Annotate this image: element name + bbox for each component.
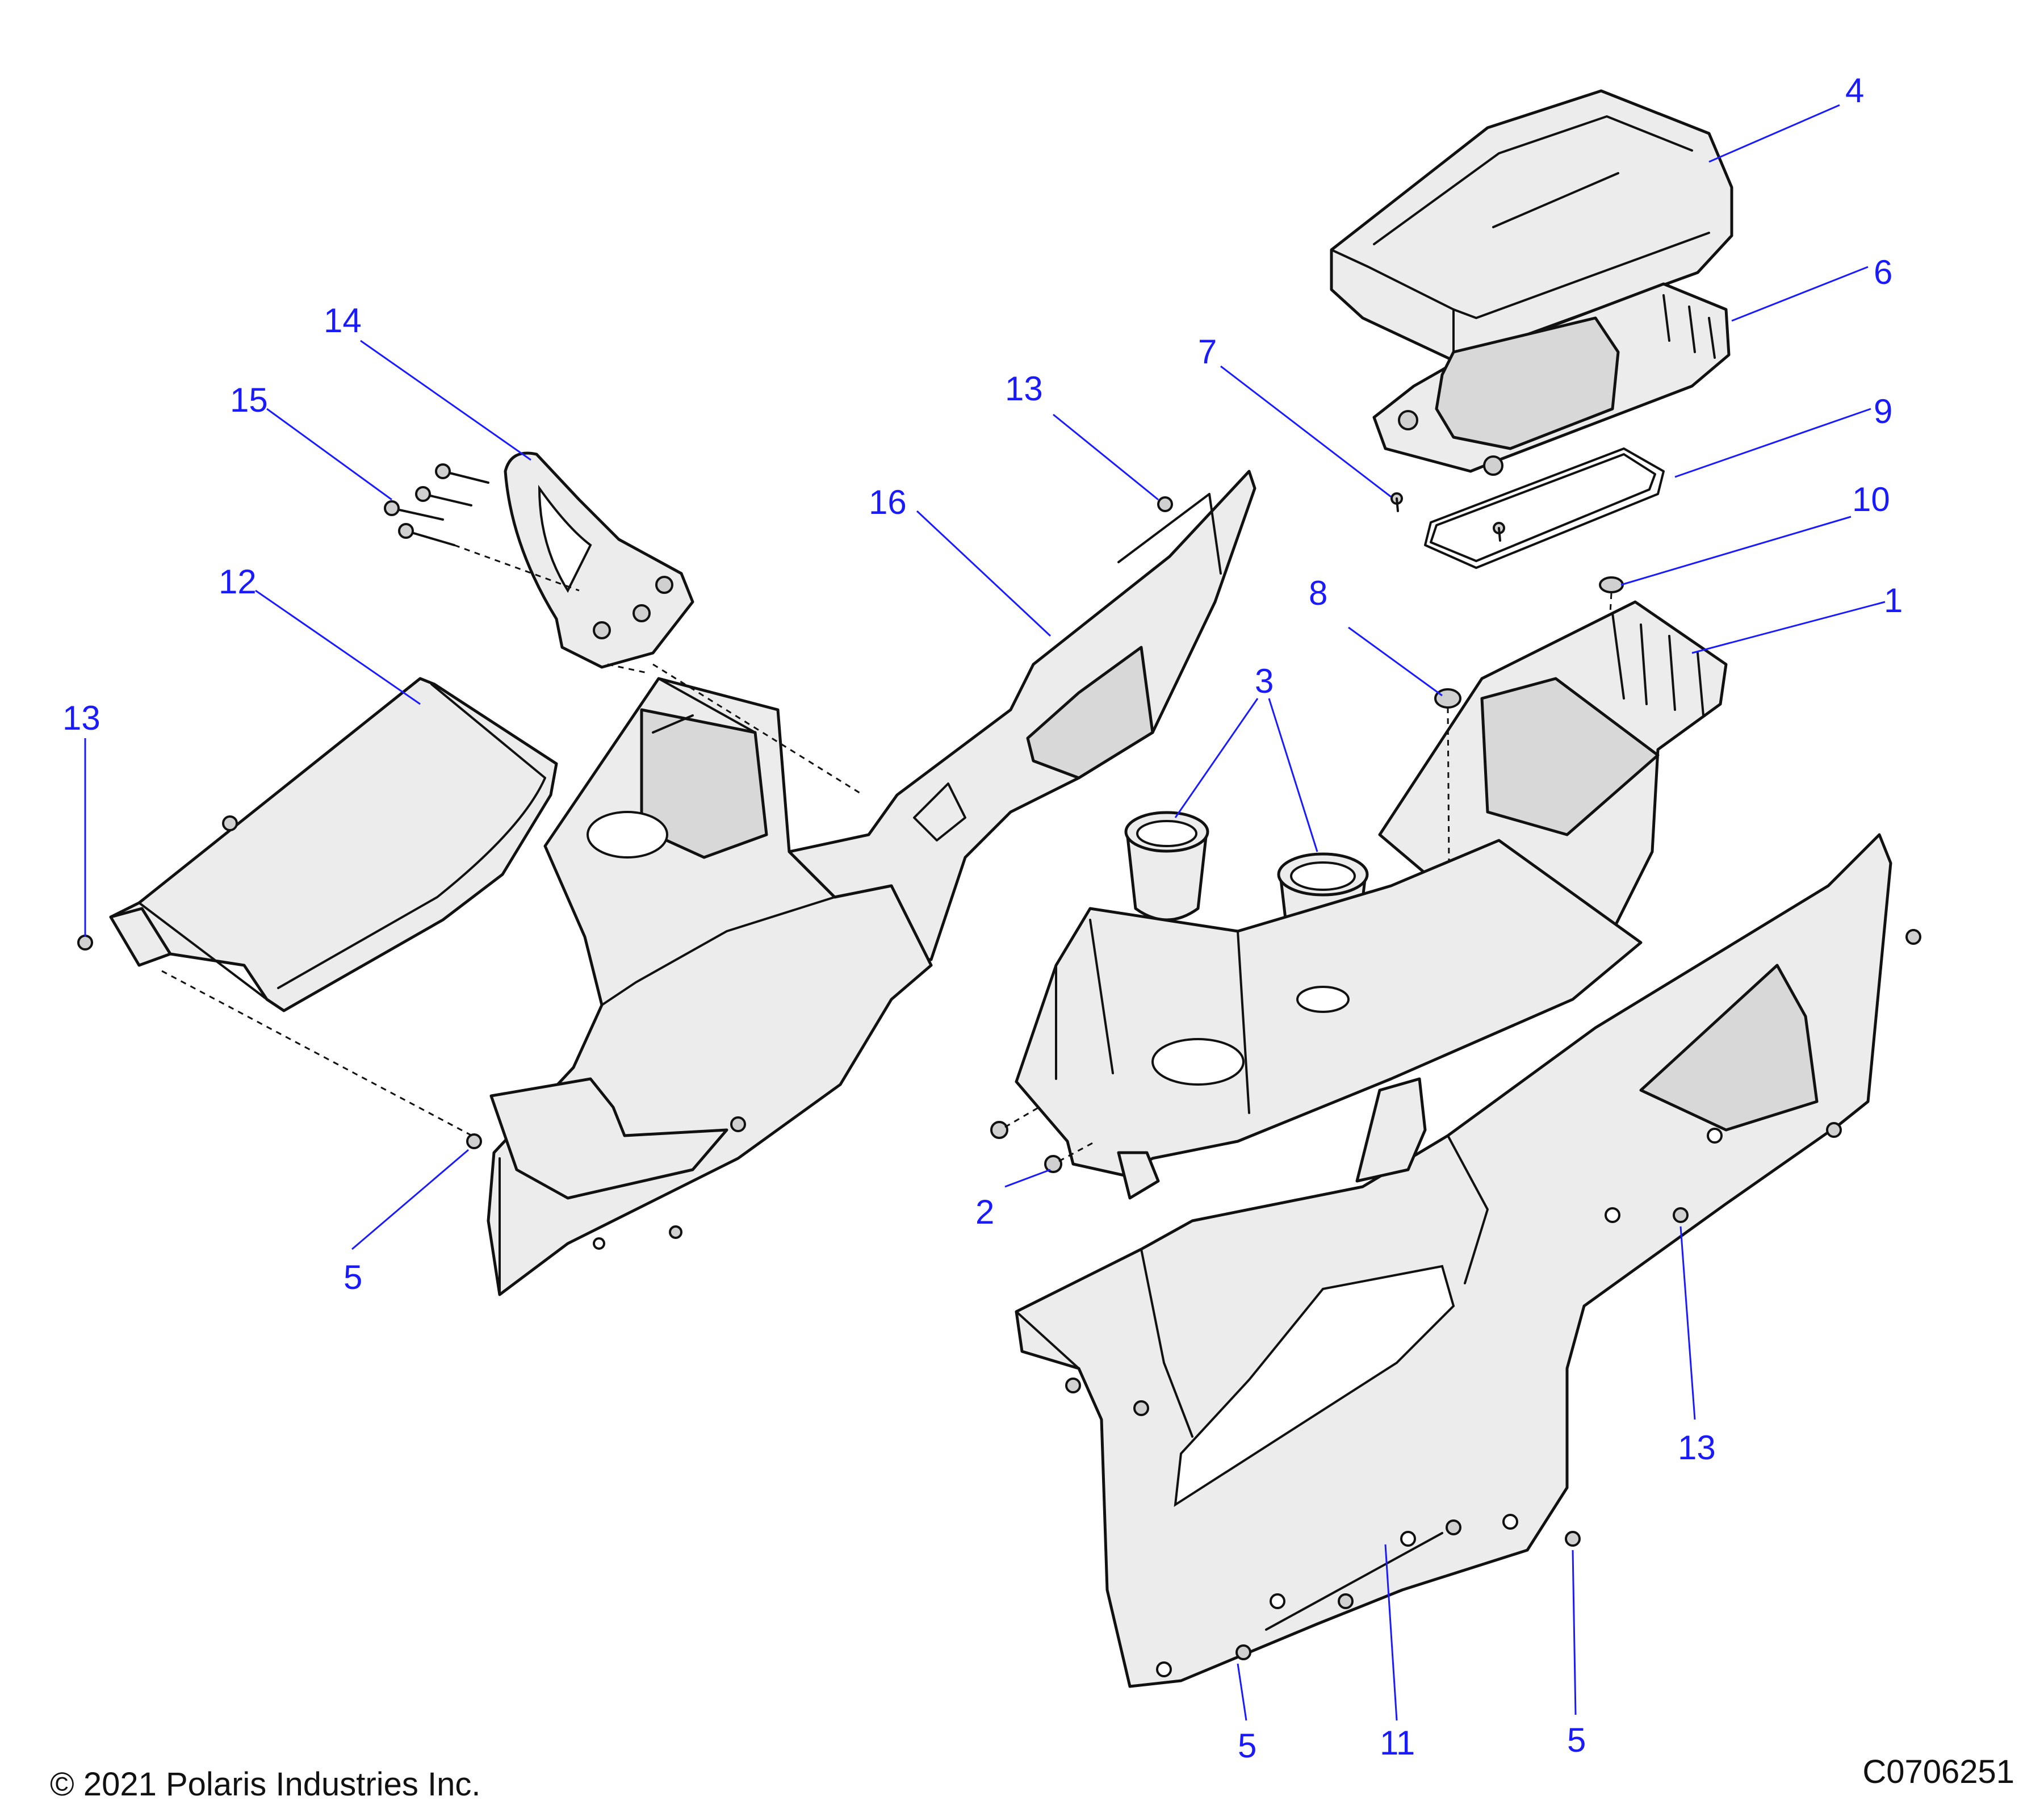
- callout-15: 15: [230, 381, 268, 419]
- drawing-number: C0706251: [1862, 1753, 2014, 1790]
- side-panel-part-11: [1015, 833, 1921, 1688]
- leader-lines: [84, 104, 1886, 1721]
- callout-2: 2: [975, 1193, 994, 1231]
- callout-labels: 4 6 7 9 10 1 8 3 13 16 14 15 12 13 2 5 1…: [62, 72, 1903, 1765]
- console-lid-part-4: [1330, 89, 1733, 362]
- bolts-part-15: [384, 463, 580, 592]
- callout-8: 8: [1309, 574, 1327, 612]
- callout-13-right: 13: [1678, 1429, 1716, 1467]
- grommet-part-8: [1434, 688, 1461, 709]
- callout-1: 1: [1884, 581, 1903, 619]
- tray-panel-part-12: [109, 677, 558, 1142]
- callout-14: 14: [324, 302, 362, 340]
- cup-holder-part-3a: [1124, 811, 1209, 922]
- side-panel-part-16: [788, 470, 1256, 961]
- callout-4: 4: [1845, 72, 1864, 110]
- left-console-body: [487, 677, 933, 1296]
- grab-handle-part-14: [504, 451, 864, 796]
- callout-11: 11: [1380, 1724, 1415, 1762]
- callout-6: 6: [1874, 253, 1892, 291]
- callout-5-left: 5: [344, 1258, 362, 1296]
- callout-7: 7: [1198, 333, 1217, 371]
- copyright-text: © 2021 Polaris Industries Inc.: [50, 1766, 480, 1803]
- callout-13-left: 13: [62, 699, 100, 737]
- clip-13-top: [1157, 496, 1173, 512]
- callout-5-bottom-left: 5: [1238, 1727, 1256, 1765]
- callout-13-top: 13: [1005, 370, 1043, 408]
- clip-5-left: [466, 1133, 482, 1149]
- clip-13-left: [77, 935, 93, 951]
- callout-9: 9: [1874, 392, 1892, 430]
- console-tray: [1015, 839, 1643, 1200]
- callout-16: 16: [869, 483, 907, 521]
- callout-3: 3: [1255, 662, 1274, 700]
- plug-part-10: [1599, 576, 1624, 593]
- seal-part-9: [1424, 447, 1665, 569]
- callout-12: 12: [219, 563, 257, 601]
- callout-10: 10: [1852, 480, 1890, 518]
- rivet-part-2: [990, 1106, 1096, 1173]
- callout-5-bottom-right: 5: [1567, 1721, 1586, 1759]
- lid-frame-part-6: [1372, 282, 1731, 476]
